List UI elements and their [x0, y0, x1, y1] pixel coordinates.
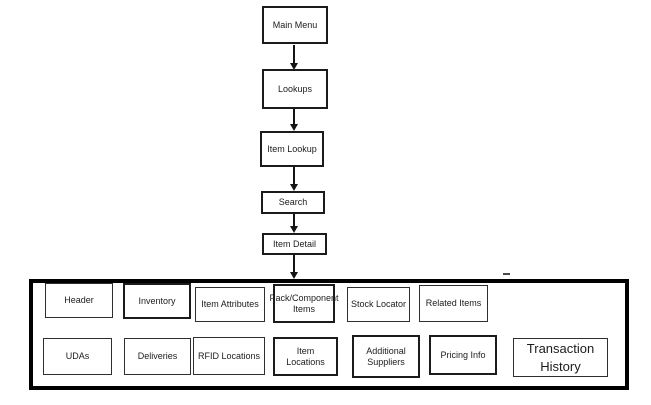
panel-box-stock-locator: Stock Locator	[347, 287, 410, 322]
panel-box-label: Deliveries	[137, 351, 178, 362]
panel-box-label: Item Attributes	[201, 299, 259, 310]
panel-box-label: Related Items	[425, 298, 482, 309]
panel-box-rfid-locations: RFID Locations	[193, 337, 265, 375]
flow-node-label: Item Detail	[272, 238, 316, 249]
flow-node-label: Main Menu	[272, 19, 318, 30]
panel-box-udas: UDAs	[43, 338, 112, 375]
panel-box-pack-component-items: Pack/Component Items	[269, 284, 339, 323]
panel-box-label: Header	[64, 295, 94, 306]
panel-box-additional-suppliers: Additional Suppliers	[352, 335, 420, 378]
arrow-lookups-to-item-lookup	[290, 109, 298, 131]
arrow-main-menu-to-lookups	[290, 45, 298, 70]
panel-box-deliveries: Deliveries	[124, 338, 191, 375]
panel-box-label: Additional Suppliers	[366, 345, 406, 367]
panel-box-inventory: Inventory	[123, 283, 191, 319]
flow-node-label: Search	[278, 197, 308, 208]
arrow-search-to-item-detail	[290, 214, 298, 233]
flow-node-item-detail: Item Detail	[262, 233, 327, 255]
stray-scan-mark	[503, 273, 510, 275]
panel-box-pricing-info: Pricing Info	[429, 335, 497, 375]
panel-box-label: Item Locations	[286, 345, 325, 367]
flow-node-lookups: Lookups	[262, 69, 328, 109]
panel-box-related-items: Related Items	[419, 285, 488, 322]
panel-box-label: Pricing Info	[440, 349, 486, 360]
panel-box-label: RFID Locations	[197, 350, 261, 361]
panel-box-label: Stock Locator	[350, 299, 407, 310]
panel-box-label: Transaction History	[526, 340, 595, 374]
panel-box-item-locations: Item Locations	[273, 337, 338, 376]
arrow-item-detail-to-panel	[290, 255, 298, 279]
panel-box-header: Header	[45, 283, 113, 318]
flow-node-item-lookup: Item Lookup	[260, 131, 324, 167]
flow-node-search: Search	[261, 191, 325, 214]
panel-box-label: Inventory	[138, 295, 176, 306]
flow-node-label: Item Lookup	[267, 143, 317, 154]
flow-node-main-menu: Main Menu	[262, 6, 328, 44]
flow-node-label: Lookups	[277, 83, 313, 94]
panel-box-transaction-history: Transaction History	[513, 338, 608, 377]
panel-box-item-attributes: Item Attributes	[195, 287, 265, 322]
panel-box-label: Pack/Component Items	[269, 292, 339, 314]
arrow-item-lookup-to-search	[290, 167, 298, 191]
panel-box-label: UDAs	[65, 351, 90, 362]
